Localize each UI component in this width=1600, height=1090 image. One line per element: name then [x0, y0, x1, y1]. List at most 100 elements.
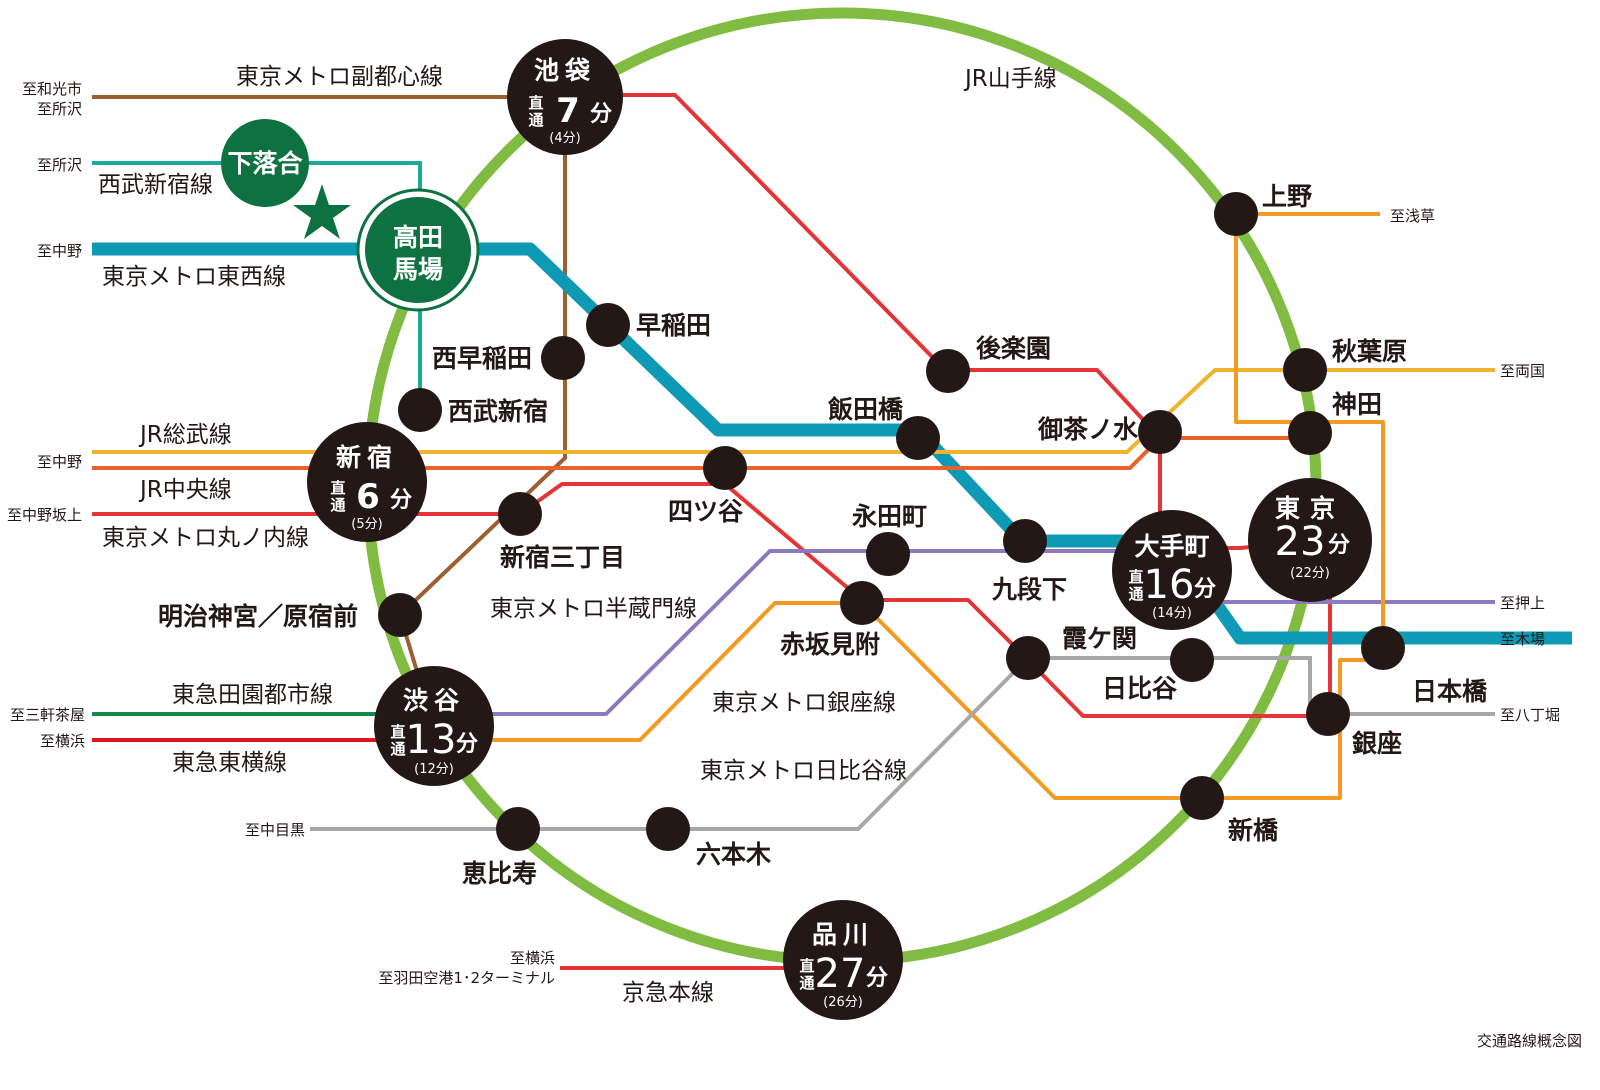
origin-takadanobaba[interactable]: 高田 馬場	[356, 188, 480, 312]
shinjuku-name: 新宿	[336, 443, 398, 472]
shibuya-unit: 分	[456, 732, 478, 757]
terminal-oshiage: 至押上	[1500, 594, 1545, 612]
tozai-line	[92, 242, 1572, 645]
station-dot-ochanomizu[interactable]	[1138, 410, 1182, 454]
shinjuku-direct2: 通	[330, 496, 345, 514]
label-denentoshi: 東急田園都市線	[172, 682, 333, 708]
takadanobaba-label-2: 馬場	[393, 255, 443, 284]
shibuya-name: 渋谷	[403, 686, 465, 715]
terminal-kiba: 至木場	[1500, 630, 1545, 648]
ikebukuro-name: 池袋	[534, 56, 596, 85]
station-dot-iidabashi[interactable]	[896, 416, 940, 460]
shimoochiai-label: 下落合	[227, 149, 303, 178]
otemachi-minutes: 16	[1144, 562, 1195, 608]
label-chuo: JR中央線	[138, 477, 232, 503]
station-dot-akihabara[interactable]	[1283, 348, 1327, 392]
station-label-meijijingumae: 明治神宮／原宿前	[158, 602, 358, 631]
otemachi-sub: (14分)	[1152, 606, 1192, 621]
label-seibu-shinjuku: 西武新宿線	[98, 172, 213, 198]
hub-shinjuku[interactable]: 新宿 直 通 6 分 (5分)	[307, 422, 427, 542]
station-dot-kudanshita[interactable]	[1003, 519, 1047, 563]
terminal-nakano-tozai: 至中野	[37, 242, 82, 260]
origin-shimoochiai[interactable]: 下落合	[221, 119, 309, 207]
shibuya-direct: 直	[390, 723, 405, 741]
otemachi-circle	[1112, 510, 1232, 630]
terminal-hatchobori: 至八丁堀	[1500, 706, 1560, 724]
station-dot-meijijingumae[interactable]	[378, 593, 422, 637]
ikebukuro-unit: 分	[590, 102, 612, 127]
hub-otemachi[interactable]: 大手町 直 通 16 分 (14分)	[1112, 510, 1232, 630]
terminal-haneda: 至羽田空港1･2ターミナル	[378, 969, 555, 987]
tokyo-circle	[1248, 478, 1372, 602]
station-label-nishiwaseda: 西早稲田	[432, 344, 532, 373]
station-label-kudanshita: 九段下	[991, 575, 1067, 604]
terminal-ryogoku: 至両国	[1500, 362, 1545, 380]
station-dot-kasumigaseki[interactable]	[1006, 636, 1050, 680]
chuo-line	[92, 436, 1305, 470]
shinagawa-sub: (26分)	[823, 995, 863, 1010]
terminal-tokorozawa-1: 至所沢	[37, 100, 82, 118]
shinagawa-circle	[783, 900, 903, 1020]
terminal-yokohama-toyoko: 至横浜	[40, 732, 85, 750]
seibu-shinjuku-line	[92, 161, 422, 410]
shibuya-circle	[374, 666, 494, 786]
map-caption: 交通路線概念図	[1477, 1032, 1582, 1050]
shinagawa-direct2: 通	[799, 974, 814, 992]
terminal-nakameguro: 至中目黒	[245, 821, 305, 839]
terminal-tokorozawa-2: 至所沢	[37, 156, 82, 174]
hub-shibuya[interactable]: 渋谷 直 通 13 分 (12分)	[374, 666, 494, 786]
shinagawa-unit: 分	[866, 966, 888, 991]
station-dot-waseda[interactable]	[586, 303, 630, 347]
label-tozai: 東京メトロ東西線	[102, 264, 286, 290]
ikebukuro-direct2: 通	[528, 111, 543, 129]
takadanobaba-label-1: 高田	[393, 223, 443, 252]
station-dot-ueno[interactable]	[1214, 192, 1258, 236]
otemachi-direct2: 通	[1128, 585, 1143, 603]
shinjuku-direct: 直	[330, 479, 345, 497]
hub-shinagawa[interactable]: 品川 直 通 27 分 (26分)	[783, 900, 903, 1020]
current-location-star-icon	[293, 184, 351, 239]
station-dot-roppongi[interactable]	[646, 807, 690, 851]
station-dot-seibushinjuku[interactable]	[398, 388, 442, 432]
shibuya-minutes: 13	[406, 717, 457, 763]
station-dot-yotsuya[interactable]	[703, 446, 747, 490]
terminal-nakano-jr: 至中野	[37, 453, 82, 471]
hub-ikebukuro[interactable]: 池袋 直 通 7 分 (4分)	[507, 39, 623, 155]
shimoochiai-circle	[221, 119, 309, 207]
label-sobu: JR総武線	[138, 422, 232, 448]
station-dot-shimbashi[interactable]	[1180, 776, 1224, 820]
station-dot-kanda[interactable]	[1288, 411, 1332, 455]
station-dot-shinjukusanchome[interactable]	[498, 492, 542, 536]
station-dot-nagatacho[interactable]	[866, 532, 910, 576]
takadanobaba-circle	[365, 197, 471, 303]
station-dot-ginza[interactable]	[1306, 692, 1350, 736]
terminal-yokohama-keikyu: 至横浜	[510, 949, 555, 967]
station-dot-nihombashi[interactable]	[1361, 626, 1405, 670]
station-dot-nishiwaseda[interactable]	[541, 336, 585, 380]
terminal-sangenjaya: 至三軒茶屋	[10, 706, 85, 724]
station-label-ueno: 上野	[1262, 182, 1312, 211]
station-label-hibiya: 日比谷	[1102, 674, 1178, 703]
label-marunouchi: 東京メトロ丸ノ内線	[102, 525, 309, 551]
label-ginza: 東京メトロ銀座線	[712, 690, 896, 716]
label-yamanote: JR山手線	[963, 66, 1057, 92]
ikebukuro-circle	[507, 39, 623, 155]
station-dot-ebisu[interactable]	[496, 807, 540, 851]
terminal-nakanosakaue: 至中野坂上	[7, 506, 82, 524]
station-dot-korakuen[interactable]	[926, 349, 970, 393]
station-label-iidabashi: 飯田橋	[827, 395, 904, 424]
station-label-yotsuya: 四ツ谷	[668, 497, 744, 526]
otemachi-direct: 直	[1128, 568, 1143, 586]
fukutoshin-line	[92, 95, 567, 709]
station-label-shinjukusanchome: 新宿三丁目	[500, 543, 625, 572]
station-dot-hibiya[interactable]	[1170, 638, 1214, 682]
station-label-roppongi: 六本木	[696, 840, 771, 869]
ikebukuro-minutes: 7	[556, 91, 580, 131]
station-label-shimbashi: 新橋	[1228, 816, 1279, 845]
ginza-line	[478, 212, 1385, 800]
hub-tokyo[interactable]: 東京 23 分 (22分)	[1248, 478, 1372, 602]
station-label-nagatacho: 永田町	[852, 502, 927, 531]
shinagawa-name: 品川	[812, 920, 874, 949]
station-dot-akasakamitsuke[interactable]	[840, 581, 884, 625]
